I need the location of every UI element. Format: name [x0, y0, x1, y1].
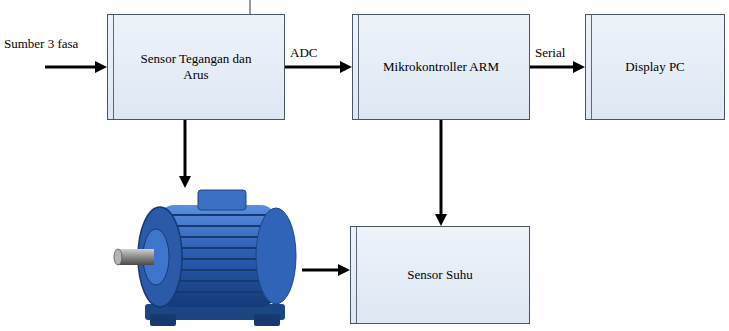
terminal-box	[198, 190, 246, 210]
motor-shaft	[118, 249, 154, 265]
signal-arrow	[285, 66, 344, 69]
motor-sensor-arrow	[302, 269, 342, 272]
box-label: Display PC	[625, 59, 685, 75]
process-box: Display PC	[585, 14, 725, 120]
signal-arrow	[440, 120, 443, 218]
process-box: Sensor Tegangan dan Arus	[107, 14, 285, 120]
input-arrow	[45, 66, 99, 69]
motor-foot	[150, 314, 176, 326]
signal-arrow	[530, 66, 577, 69]
fan-cover	[256, 208, 296, 304]
signal-label: Serial	[535, 45, 565, 61]
box-label: Sensor Tegangan dan Arus	[135, 51, 257, 84]
box-label: Mikrokontroller ARM	[383, 59, 499, 75]
process-box: Sensor Suhu	[350, 226, 530, 324]
motor-foot	[254, 314, 280, 326]
supply-tick	[250, 0, 251, 14]
shaft-end	[114, 249, 122, 265]
input-label: Sumber 3 fasa	[4, 36, 78, 52]
motor-feed-arrow	[184, 120, 187, 180]
motor-illustration	[114, 190, 296, 326]
signal-label: ADC	[290, 45, 317, 61]
process-box: Mikrokontroller ARM	[352, 14, 530, 120]
box-label: Sensor Suhu	[407, 267, 472, 283]
